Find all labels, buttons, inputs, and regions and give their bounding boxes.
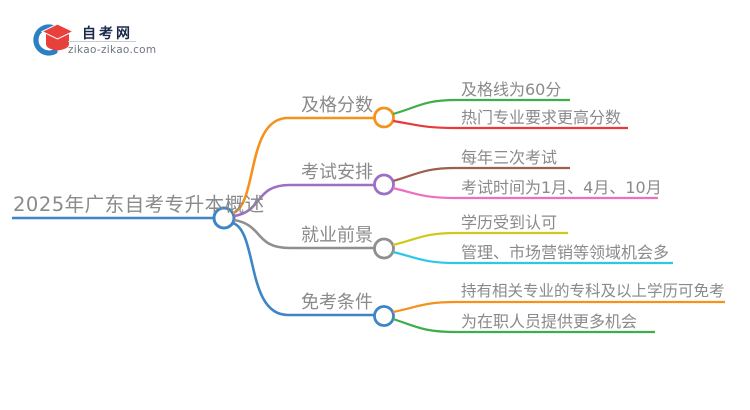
leaf-curve-pass-line bbox=[392, 98, 570, 116]
leaf-label-hot-majors: 热门专业要求更高分数 bbox=[461, 108, 622, 127]
root-node-label: 2025年广东自考专升本概述 bbox=[13, 193, 265, 216]
leaf-label-degree-recognized: 学历受到认可 bbox=[461, 213, 558, 232]
branch-label-job-outlook: 就业前景 bbox=[301, 225, 373, 246]
leaf-label-exam-months: 考试时间为1月、4月、10月 bbox=[461, 178, 662, 197]
branch-circle-job-outlook bbox=[373, 237, 395, 260]
branch-curve-exam-schedule bbox=[233, 183, 374, 218]
graduation-cap-icon bbox=[33, 23, 74, 56]
leaf-curve-hot-majors bbox=[392, 119, 628, 130]
root-node-circle bbox=[212, 206, 236, 230]
branch-label-exemption: 免考条件 bbox=[301, 292, 373, 313]
leaf-curve-degree-recognized bbox=[392, 231, 568, 247]
leaf-curve-career-fields bbox=[392, 250, 673, 265]
leaf-label-working-people: 为在职人员提供更多机会 bbox=[461, 312, 638, 331]
branch-label-exam-schedule: 考试安排 bbox=[301, 162, 373, 183]
leaf-curve-three-exams bbox=[392, 166, 570, 183]
logo-divider bbox=[68, 41, 136, 42]
branch-curve-exemption bbox=[232, 221, 374, 317]
branch-circle-pass-score bbox=[373, 106, 395, 129]
branch-curve-pass-score bbox=[232, 116, 374, 215]
leaf-curve-exempt-degree bbox=[392, 300, 725, 314]
site-name: 自考网 bbox=[82, 26, 133, 42]
leaf-label-career-fields: 管理、市场营销等领域机会多 bbox=[461, 243, 670, 262]
branch-curve-job-outlook bbox=[233, 218, 374, 250]
branch-circle-exemption bbox=[373, 305, 395, 327]
leaf-curve-working-people bbox=[392, 317, 655, 334]
site-logo: 自考网 zikao-zikao.com bbox=[30, 14, 180, 64]
leaf-label-three-exams: 每年三次考试 bbox=[461, 148, 558, 167]
leaf-label-pass-line: 及格线为60分 bbox=[461, 80, 562, 99]
branch-label-pass-score: 及格分数 bbox=[301, 95, 373, 116]
site-domain: zikao-zikao.com bbox=[68, 44, 157, 56]
branch-circle-exam-schedule bbox=[373, 173, 395, 196]
leaf-curve-exam-months bbox=[392, 186, 658, 200]
leaf-label-exempt-degree: 持有相关专业的专科及以上学历可免考 bbox=[461, 282, 725, 300]
